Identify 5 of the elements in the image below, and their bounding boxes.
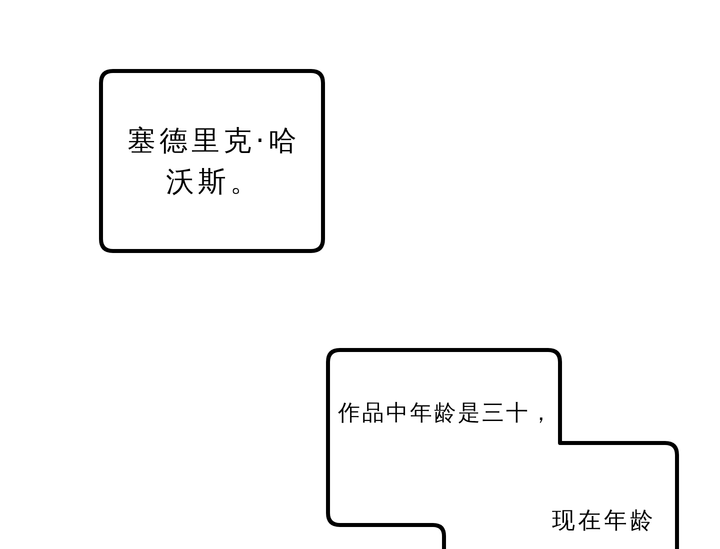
- caption-box: [326, 348, 680, 549]
- caption-text: 塞德里克·哈沃斯。: [126, 123, 302, 200]
- caption-text: 现在年龄: [551, 507, 656, 536]
- caption-text: 作品中年龄是三十，: [337, 400, 555, 428]
- caption-box: [99, 69, 325, 253]
